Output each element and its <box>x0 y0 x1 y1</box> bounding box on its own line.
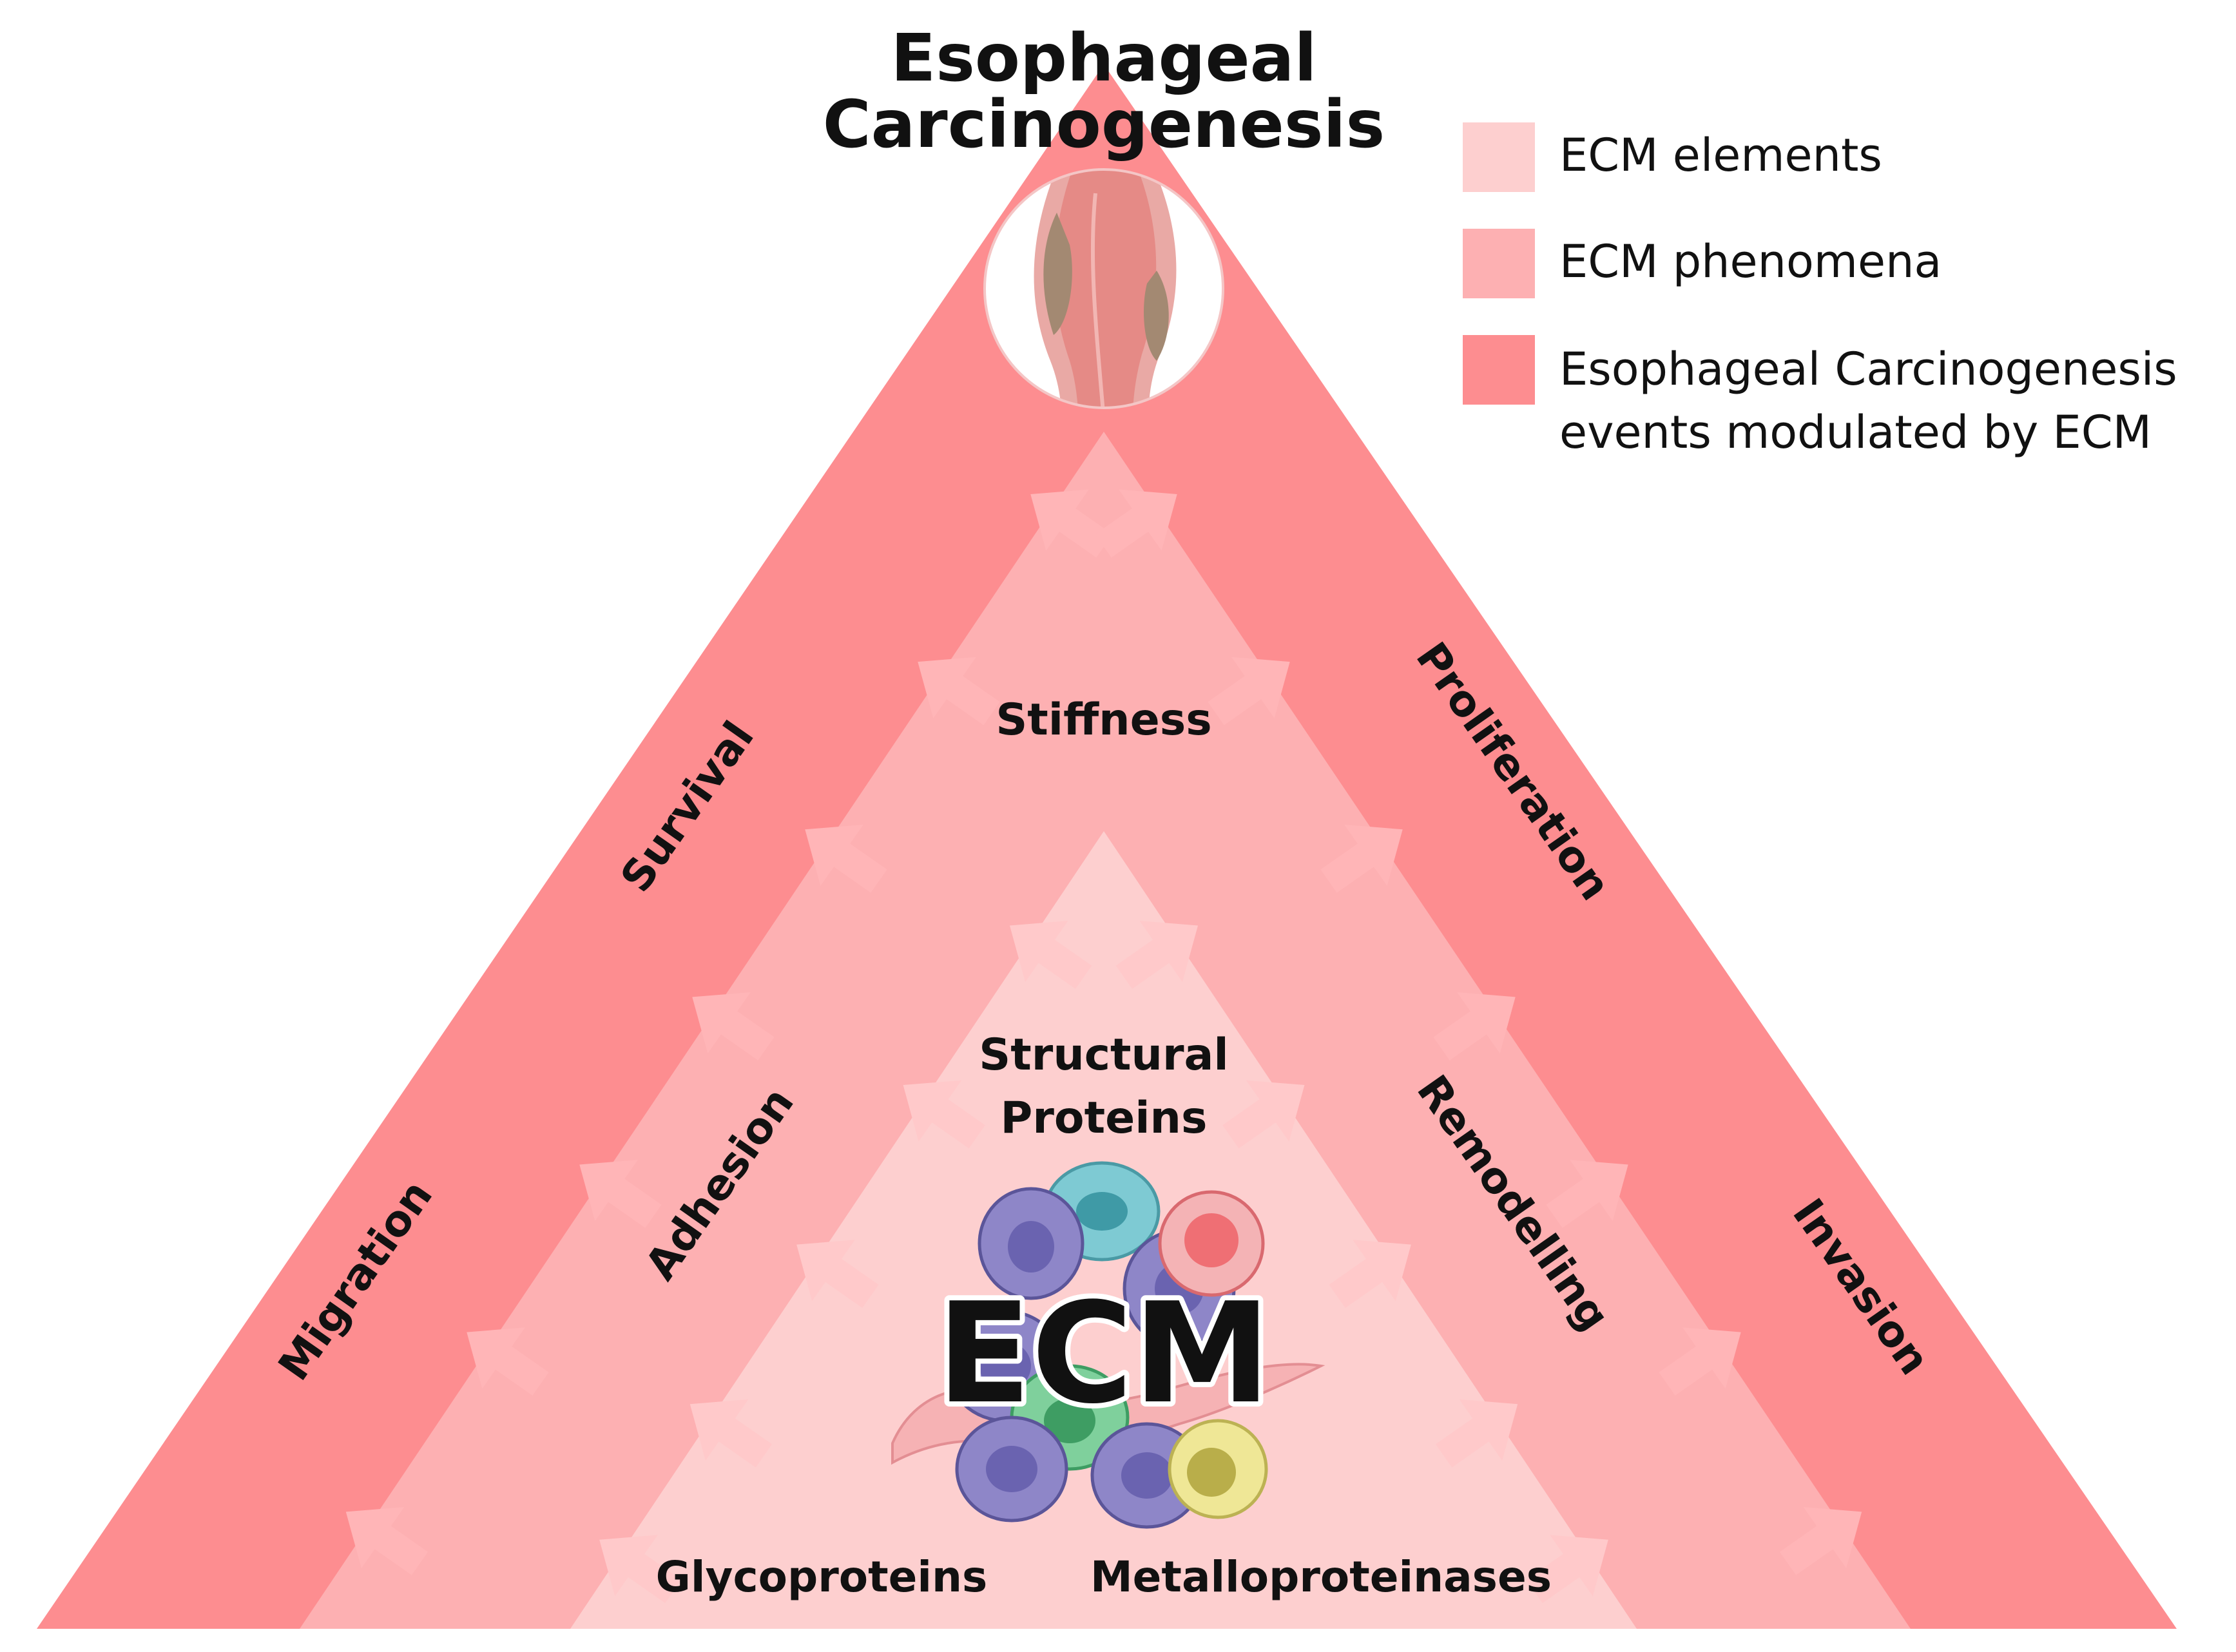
outward-arrow-icon <box>1329 1240 1411 1308</box>
outward-arrow-icon <box>1009 921 1092 989</box>
cell-cluster-icon <box>891 1161 1325 1529</box>
title-line-1: Esophageal <box>891 20 1317 97</box>
label-proteins: Proteins <box>1001 1093 1208 1144</box>
outward-arrow-icon <box>467 1327 549 1396</box>
outward-arrow-icon <box>1779 1506 1862 1575</box>
outward-arrow-icon <box>1320 824 1403 893</box>
outward-arrow-icon <box>1526 1535 1608 1604</box>
legend-label-ecm-elements: ECM elements <box>1559 129 1882 182</box>
outward-arrow-icon <box>1433 992 1516 1061</box>
outward-arrow-icon <box>689 1399 773 1468</box>
label-metalloproteinases: Metalloproteinases <box>1090 1552 1552 1602</box>
outward-arrow-icon <box>918 657 1000 725</box>
outward-arrow-icon <box>345 1506 429 1575</box>
outward-arrows-middle-band <box>599 921 1608 1604</box>
outward-arrow-icon <box>1222 1080 1305 1149</box>
legend-label-carcinogenesis-events-line2: events modulated by ECM <box>1559 406 2152 459</box>
label-ecm: ECM <box>937 1273 1271 1434</box>
outward-arrow-icon <box>1115 921 1199 989</box>
esophagus-tumor-icon <box>983 168 1224 409</box>
outward-arrow-icon <box>903 1080 985 1149</box>
label-glycoproteins: Glycoproteins <box>656 1552 988 1602</box>
legend-swatch-ecm-phenomena <box>1463 229 1535 298</box>
legend: ECM elements ECM phenomena Esophageal Ca… <box>1463 122 2177 459</box>
title-line-2: Carcinogenesis <box>823 86 1385 163</box>
outward-arrow-icon <box>692 992 775 1061</box>
outward-arrow-icon <box>599 1535 682 1604</box>
outward-arrow-icon <box>1546 1160 1628 1228</box>
outward-arrow-icon <box>1030 489 1113 558</box>
outward-arrow-icon <box>1095 489 1177 558</box>
outward-arrow-icon <box>805 824 887 893</box>
outward-arrow-icon <box>579 1160 662 1228</box>
outward-arrows-outer-band <box>345 489 1862 1575</box>
legend-label-carcinogenesis-events-line1: Esophageal Carcinogenesis <box>1559 343 2177 396</box>
outward-arrow-icon <box>796 1240 879 1308</box>
legend-label-ecm-phenomena: ECM phenomena <box>1559 235 1942 288</box>
outward-arrow-icon <box>1435 1399 1518 1468</box>
legend-swatch-ecm-elements <box>1463 122 1535 192</box>
label-stiffness: Stiffness <box>996 695 1211 745</box>
outward-arrow-icon <box>1659 1327 1741 1396</box>
outward-arrow-icon <box>1208 657 1290 725</box>
legend-swatch-carcinogenesis-events <box>1463 335 1535 405</box>
label-structural: Structural <box>979 1030 1228 1081</box>
